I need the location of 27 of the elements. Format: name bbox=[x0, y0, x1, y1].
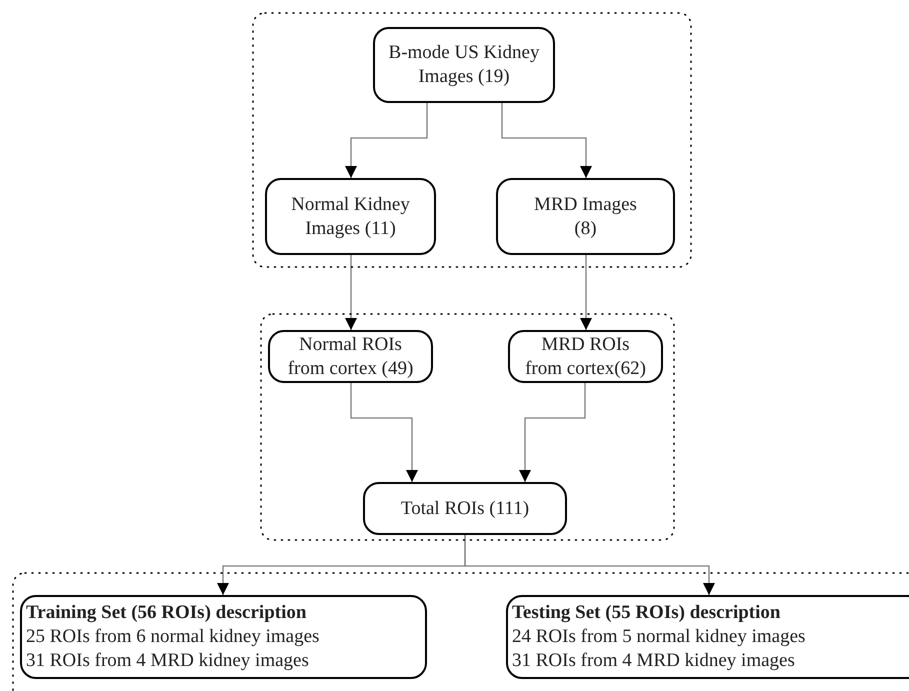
box-text: 31 ROIs from 4 MRD kidney images bbox=[26, 648, 309, 673]
box-text: 25 ROIs from 6 normal kidney images bbox=[26, 625, 320, 649]
box-text: B-mode US Kidney Images (19) bbox=[388, 41, 540, 89]
rounded-process-box bbox=[508, 330, 663, 383]
connector-arrow bbox=[345, 103, 428, 178]
box-heading: Testing Set (55 ROIs) description bbox=[512, 601, 780, 626]
rounded-process-box bbox=[506, 595, 909, 679]
rounded-process-box bbox=[496, 178, 675, 255]
box-text: 31 ROIs from 4 MRD kidney images bbox=[512, 648, 795, 673]
box-text: Normal ROIs from cortex (49) bbox=[286, 332, 414, 380]
rounded-process-box bbox=[20, 595, 427, 679]
connector-arrow bbox=[501, 103, 592, 178]
box-text: MRD ROIs from cortex(62) bbox=[524, 332, 647, 380]
box-heading: Training Set (56 ROIs) description bbox=[26, 601, 306, 626]
rounded-process-box bbox=[363, 482, 567, 535]
connector-arrow bbox=[345, 255, 357, 330]
rounded-process-box bbox=[265, 178, 436, 255]
box-text: Total ROIs (111) bbox=[400, 496, 530, 520]
rounded-process-box bbox=[268, 330, 433, 383]
rounded-process-box bbox=[373, 27, 555, 103]
box-text: MRD Images (8) bbox=[533, 192, 638, 240]
connector-arrow bbox=[464, 535, 715, 595]
box-text: Normal Kidney Images (11) bbox=[290, 192, 411, 240]
connector-arrow bbox=[519, 383, 586, 482]
box-text: 24 ROIs from 5 normal kidney images bbox=[512, 625, 806, 649]
connector-arrow bbox=[350, 383, 418, 482]
connector-arrow bbox=[580, 255, 592, 330]
